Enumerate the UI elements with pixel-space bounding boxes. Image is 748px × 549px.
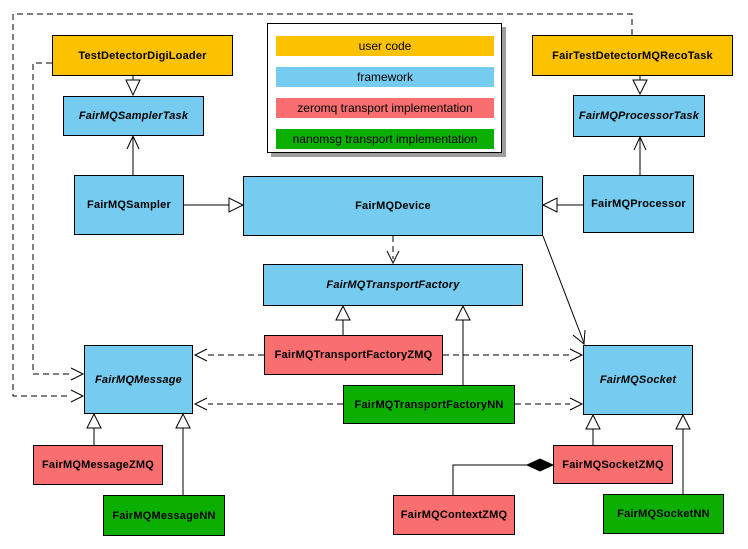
edge-line <box>542 235 585 344</box>
node-fairmqmessage: FairMQMessage <box>84 345 193 414</box>
edge-inheritance-recotask-processortask <box>632 76 648 96</box>
node-fairtestdetectormqrecotask: FairTestDetectorMQRecoTask <box>532 35 733 76</box>
node-fairmqtransportfactorynn: FairMQTransportFactoryNN <box>343 385 515 424</box>
edge-inheritance-processor-device <box>541 197 583 213</box>
edge-association-processor-processortask <box>633 135 647 175</box>
inheritance-arrowhead <box>541 197 558 213</box>
inheritance-arrowhead <box>585 413 601 430</box>
legend-item-nanomsg: nanomsg transport implementation <box>276 129 494 149</box>
legend-item-zeromq: zeromq transport implementation <box>276 98 494 118</box>
open-arrowhead <box>193 397 208 411</box>
edge-inheritance-sampler-device <box>184 197 245 213</box>
edge-dependency-factoryzmq-socket <box>443 348 584 362</box>
open-arrowhead <box>569 397 584 411</box>
inheritance-arrowhead <box>228 197 245 213</box>
edge-dependency-factorynn-message <box>193 397 343 411</box>
node-fairmqdevice: FairMQDevice <box>243 176 543 236</box>
node-testdetectordigiloader: TestDetectorDigiLoader <box>52 35 233 76</box>
edge-line <box>12 13 633 397</box>
node-fairmqsocket: FairMQSocket <box>583 345 693 415</box>
edge-inheritance-factorynn-factory <box>455 304 471 385</box>
inheritance-arrowhead <box>335 304 351 321</box>
edge-inheritance-messagenn-message <box>175 412 191 495</box>
node-fairmqprocessortask: FairMQProcessorTask <box>573 95 705 137</box>
edge-inheritance-factoryzmq-factory <box>335 304 351 335</box>
edge-line <box>32 62 71 375</box>
edge-dependency-digiloader-message <box>32 62 85 381</box>
legend-item-framework: framework <box>276 67 494 87</box>
node-fairmqmessagezmq: FairMQMessageZMQ <box>33 445 163 485</box>
node-fairmqprocessor: FairMQProcessor <box>583 175 694 233</box>
edge-inheritance-socketnn-socket <box>675 413 691 494</box>
edge-dependency-factorynn-socket <box>515 397 584 411</box>
edge-inheritance-digiloader-samplertask <box>125 76 141 97</box>
composition-diamond <box>525 458 555 472</box>
open-arrowhead <box>569 348 584 362</box>
edge-composition-contextzmq-socketzmq <box>452 458 555 495</box>
node-fairmqsocketzmq: FairMQSocketZMQ <box>553 445 673 484</box>
edge-dependency-device-factory <box>386 236 400 265</box>
open-arrowhead <box>193 348 208 362</box>
edge-inheritance-messagezmq-message <box>86 412 102 445</box>
open-arrowhead <box>386 250 400 265</box>
edge-inheritance-socketzmq-socket <box>585 413 601 445</box>
legend: user code framework zeromq transport imp… <box>267 23 502 153</box>
node-fairmqcontextzmq: FairMQContextZMQ <box>393 495 515 535</box>
inheritance-arrowhead <box>175 412 191 429</box>
edge-line <box>452 464 527 495</box>
inheritance-arrowhead <box>86 412 102 429</box>
node-fairmqtransportfactoryzmq: FairMQTransportFactoryZMQ <box>264 335 443 375</box>
inheritance-arrowhead <box>125 79 141 97</box>
inheritance-arrowhead <box>455 304 471 321</box>
open-arrowhead <box>633 135 647 151</box>
node-fairmqsamplertask: FairMQSamplerTask <box>63 96 204 136</box>
legend-item-user-code: user code <box>276 36 494 56</box>
node-fairmqsampler: FairMQSampler <box>74 175 184 235</box>
node-fairmqsocketnn: FairMQSocketNN <box>603 494 724 534</box>
node-fairmqmessagenn: FairMQMessageNN <box>103 495 225 536</box>
edge-association-device-socket <box>542 235 586 345</box>
inheritance-arrowhead <box>632 79 648 96</box>
edge-dependency-recotask-message <box>12 13 633 403</box>
open-arrowhead <box>126 134 140 150</box>
edge-dependency-factoryzmq-message <box>193 348 264 362</box>
edge-association-sampler-samplertask <box>126 134 140 175</box>
node-fairmqtransportfactory: FairMQTransportFactory <box>263 264 523 306</box>
open-arrowhead <box>572 329 586 345</box>
open-arrowhead <box>70 389 85 403</box>
inheritance-arrowhead <box>675 413 691 430</box>
open-arrowhead <box>70 367 85 381</box>
